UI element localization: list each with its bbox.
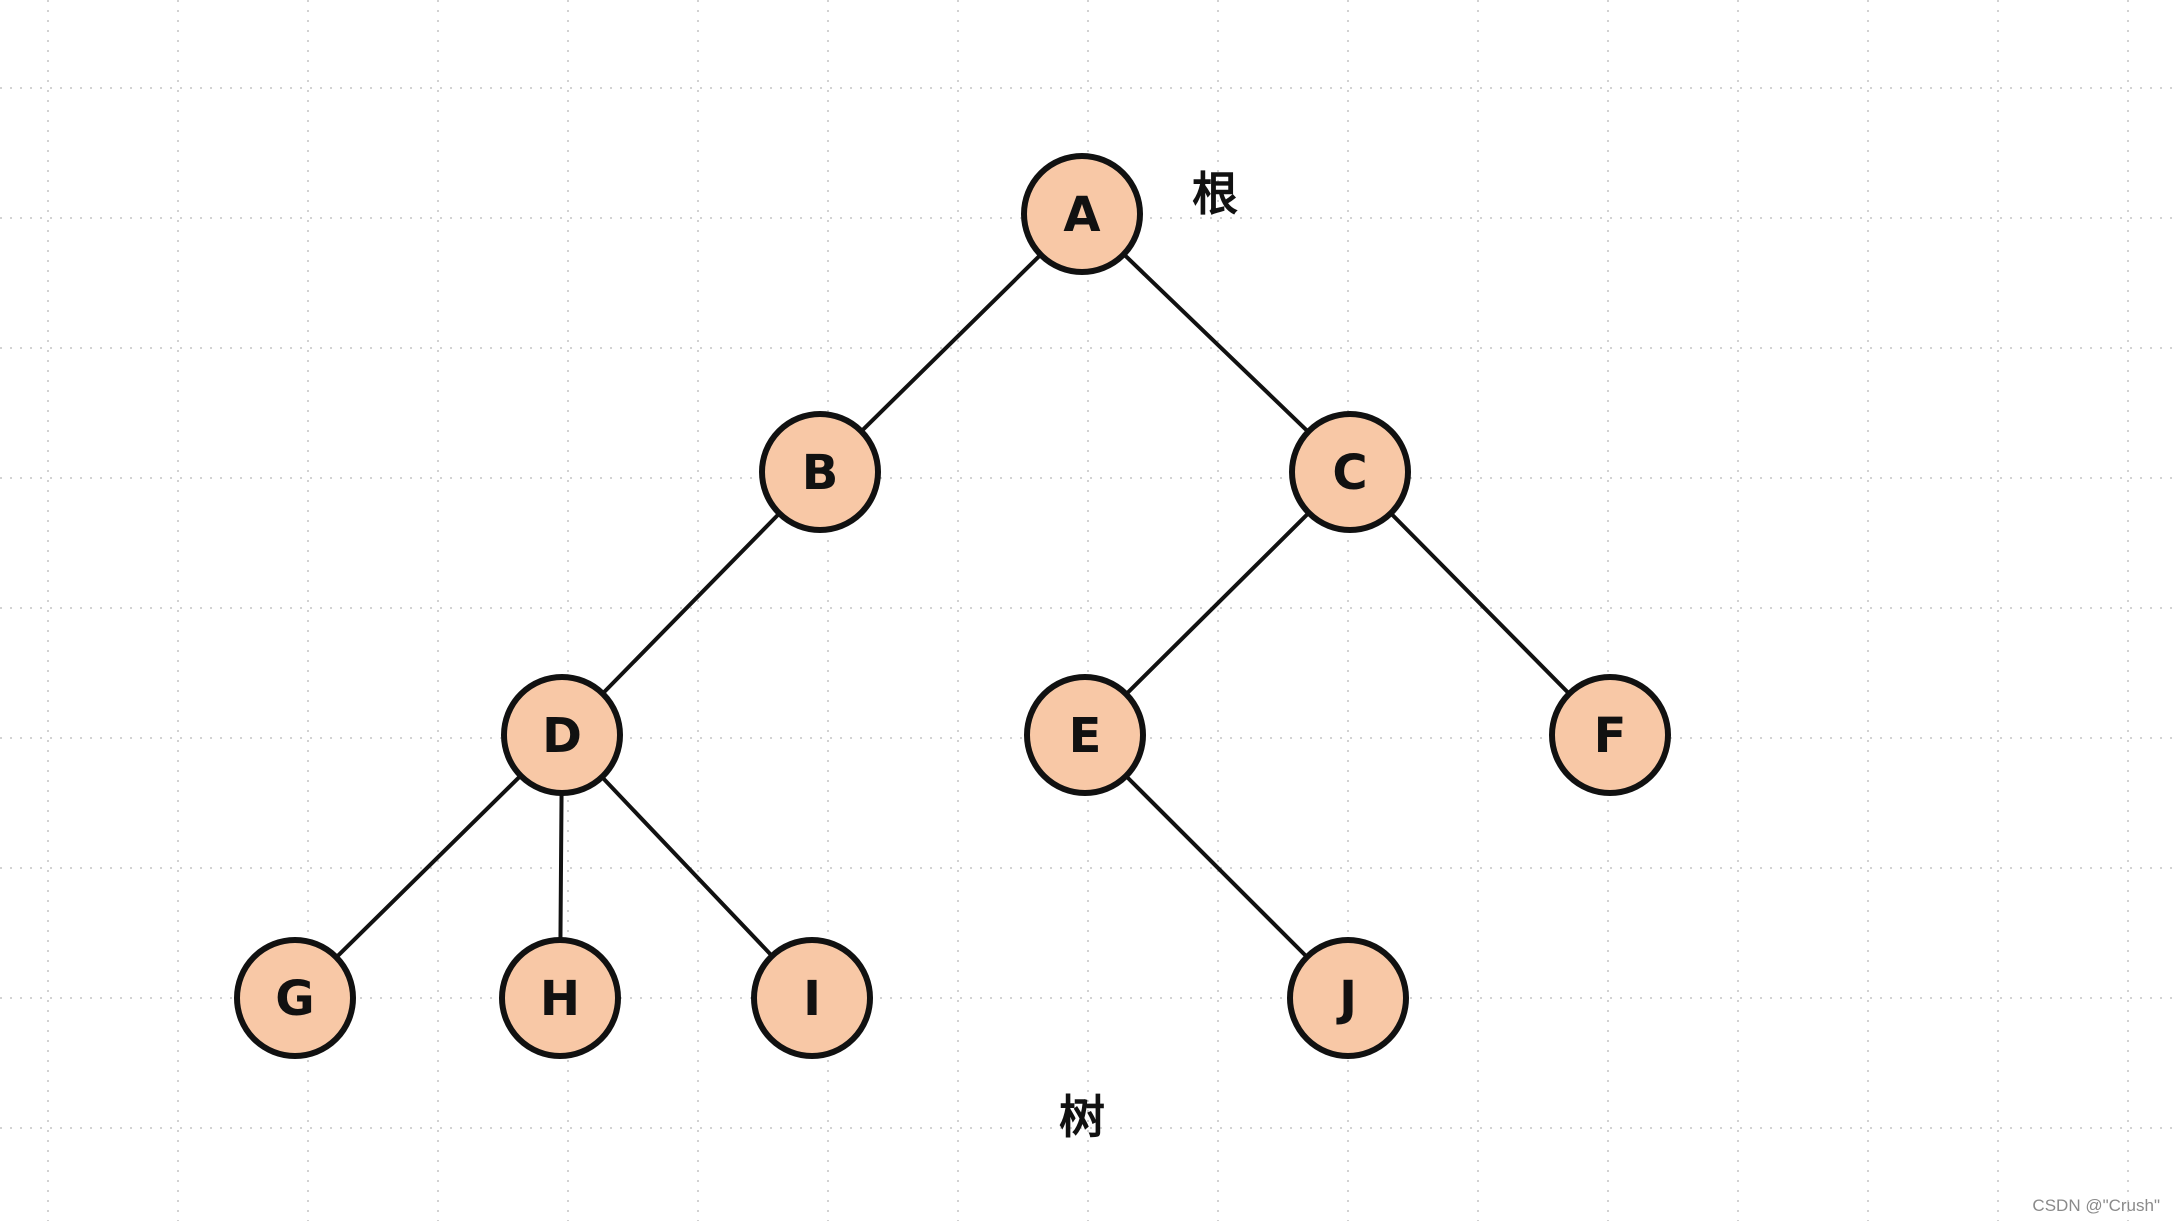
- node-circle: [759, 411, 881, 533]
- tree-node-c: C: [1289, 411, 1411, 533]
- edge-c-f: [1388, 511, 1572, 696]
- node-circle: [1549, 674, 1671, 796]
- node-circle: [501, 674, 623, 796]
- tree-node-g: G: [234, 937, 356, 1059]
- edge-d-h: [558, 790, 564, 943]
- tree-node-a: A: [1021, 153, 1143, 275]
- edge-d-g: [334, 773, 523, 960]
- edge-a-b: [859, 252, 1043, 434]
- tree-node-f: F: [1549, 674, 1671, 796]
- edge-a-c: [1121, 252, 1311, 434]
- node-label: J: [1336, 971, 1357, 1027]
- tree-node-b: B: [759, 411, 881, 533]
- root-annotation: 根: [1192, 167, 1238, 221]
- node-label: G: [275, 971, 314, 1027]
- node-label: F: [1594, 708, 1627, 764]
- edge-c-e: [1124, 510, 1311, 697]
- tree-node-j: J: [1287, 937, 1409, 1059]
- node-label: C: [1332, 445, 1367, 501]
- node-label: E: [1069, 708, 1102, 764]
- edge-e-j: [1124, 774, 1309, 959]
- diagram-caption: 树: [1059, 1090, 1105, 1144]
- node-circle: [751, 937, 873, 1059]
- node-label: A: [1063, 187, 1100, 243]
- node-label: I: [803, 971, 821, 1027]
- node-circle: [1021, 153, 1143, 275]
- node-circle: [234, 937, 356, 1059]
- node-label: D: [542, 708, 582, 764]
- tree-edges: [334, 252, 1572, 960]
- tree-node-e: E: [1024, 674, 1146, 796]
- edge-b-d: [600, 511, 782, 696]
- node-label: B: [802, 445, 839, 501]
- tree-nodes: A B C D E F G H I J: [234, 153, 1671, 1059]
- node-circle: [499, 937, 621, 1059]
- node-circle: [1287, 937, 1409, 1059]
- node-label: H: [540, 971, 580, 1027]
- tree-node-h: H: [499, 937, 621, 1059]
- node-circle: [1024, 674, 1146, 796]
- node-circle: [1289, 411, 1411, 533]
- watermark: CSDN @"Crush": [2032, 1196, 2160, 1215]
- edge-d-i: [599, 775, 775, 958]
- tree-node-i: I: [751, 937, 873, 1059]
- tree-node-d: D: [501, 674, 623, 796]
